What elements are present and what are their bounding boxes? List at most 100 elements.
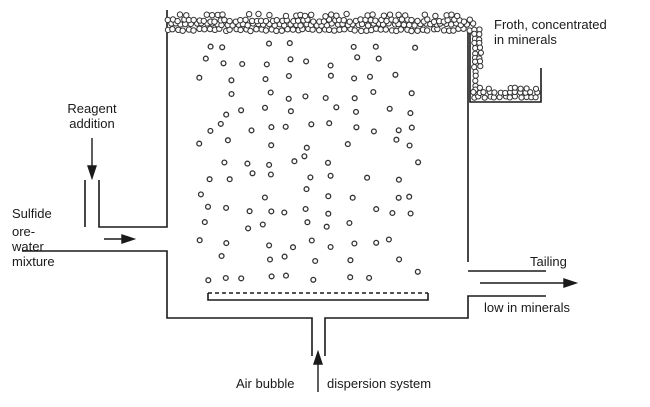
- air-bubble: [366, 274, 373, 281]
- froth-bubble: [472, 58, 479, 65]
- froth-bubble: [255, 10, 262, 18]
- froth-bubble: [506, 94, 513, 101]
- air-bubble: [282, 272, 290, 279]
- air-bubble: [354, 54, 361, 61]
- air-bubble: [302, 205, 309, 213]
- froth-bubble: [190, 16, 197, 24]
- air-bubble: [301, 153, 308, 160]
- froth-bubble: [169, 26, 176, 33]
- froth-bubble: [490, 94, 497, 101]
- froth-bubble: [527, 89, 534, 96]
- air-label-left: Air bubble: [236, 376, 295, 391]
- froth-bubble: [476, 84, 483, 91]
- froth-bubble: [430, 18, 438, 25]
- froth-bubble: [244, 22, 251, 29]
- air-bubble: [217, 120, 224, 127]
- air-bubble: [205, 277, 212, 284]
- air-bubble: [204, 203, 212, 210]
- froth-bubble: [502, 89, 509, 97]
- froth-bubble: [414, 17, 421, 25]
- froth-bubble: [460, 18, 468, 25]
- air-bubble: [302, 93, 309, 100]
- froth-bubble: [408, 16, 415, 24]
- froth-bubble: [273, 17, 280, 24]
- air-bubble: [415, 159, 422, 166]
- air-bubble: [262, 76, 269, 83]
- froth-bubble: [226, 17, 233, 25]
- air-bubble: [392, 71, 399, 78]
- tank-left-wall-lower: [22, 250, 313, 356]
- air-bubble: [206, 176, 213, 183]
- air-bubble: [304, 219, 311, 226]
- air-bubble: [347, 274, 354, 281]
- air-bubble: [307, 174, 314, 181]
- froth-bubble: [518, 94, 525, 101]
- froth-bubble: [477, 63, 484, 70]
- air-bubble: [395, 176, 402, 183]
- froth-bubble: [343, 10, 350, 18]
- rising-bubbles: [196, 40, 422, 284]
- tank-left-wall-upper: [98, 10, 168, 228]
- air-label-right: dispersion system: [327, 376, 431, 391]
- air-bubble: [370, 88, 377, 96]
- air-bubble: [303, 144, 310, 151]
- froth-bubble: [380, 12, 388, 19]
- froth-bubble: [471, 30, 478, 38]
- air-bubble: [351, 240, 358, 247]
- froth-bubble: [237, 26, 244, 34]
- feed-arrow-head: [121, 234, 137, 244]
- air-bubble: [364, 174, 371, 181]
- air-bubble: [375, 55, 382, 62]
- air-bubble: [386, 105, 393, 112]
- air-bubble: [268, 124, 275, 131]
- froth-bubble: [402, 12, 409, 19]
- air-bubble: [327, 172, 334, 179]
- air-bubble: [207, 43, 214, 50]
- froth-bubble: [414, 27, 421, 34]
- air-bubble: [407, 110, 414, 117]
- air-bubble: [310, 276, 317, 283]
- tailing-label-line2: low in minerals: [484, 300, 570, 315]
- tailing-label-2: low in minerals: [484, 300, 570, 315]
- air-bubble: [303, 58, 310, 65]
- froth-bubble: [331, 27, 338, 34]
- air-bubble: [197, 191, 204, 198]
- froth-bubble: [219, 11, 226, 18]
- air-bubble: [267, 89, 274, 96]
- air-bubble: [289, 244, 297, 251]
- air-bubble: [406, 193, 413, 200]
- froth-bubble: [179, 27, 186, 34]
- froth-bubble: [190, 27, 197, 34]
- froth-bubble: [481, 94, 488, 101]
- air-bubble: [351, 95, 358, 102]
- air-bubble: [201, 219, 208, 226]
- froth-bubble: [174, 17, 181, 25]
- reagent-arrow-head: [87, 165, 97, 181]
- air-bubble: [285, 72, 292, 80]
- froth-bubble: [392, 17, 399, 24]
- air-bubble: [350, 43, 357, 50]
- air-bubble: [287, 56, 294, 63]
- reagent-label-line2: addition: [69, 116, 115, 131]
- air-bubble: [223, 240, 230, 247]
- air-bubble: [370, 128, 377, 135]
- froth-bubble: [466, 16, 473, 23]
- air-bubble: [268, 273, 275, 280]
- air-bubble: [347, 257, 354, 264]
- froth-bubble: [358, 27, 365, 35]
- tailing-label-line1: Tailing: [530, 254, 567, 269]
- froth-bubble: [480, 89, 487, 96]
- froth-bubble: [491, 89, 498, 96]
- air-bubble: [346, 219, 353, 227]
- air-bubble: [226, 176, 233, 183]
- froth-bubble: [511, 84, 519, 91]
- air-bubble: [249, 170, 256, 177]
- air-bubble: [406, 142, 413, 149]
- arrows: [87, 138, 579, 392]
- air-bubble: [281, 209, 288, 216]
- air-bubble: [238, 107, 245, 114]
- air-bubble: [414, 268, 421, 275]
- froth-bubble: [340, 17, 347, 24]
- air-bubble: [349, 194, 356, 201]
